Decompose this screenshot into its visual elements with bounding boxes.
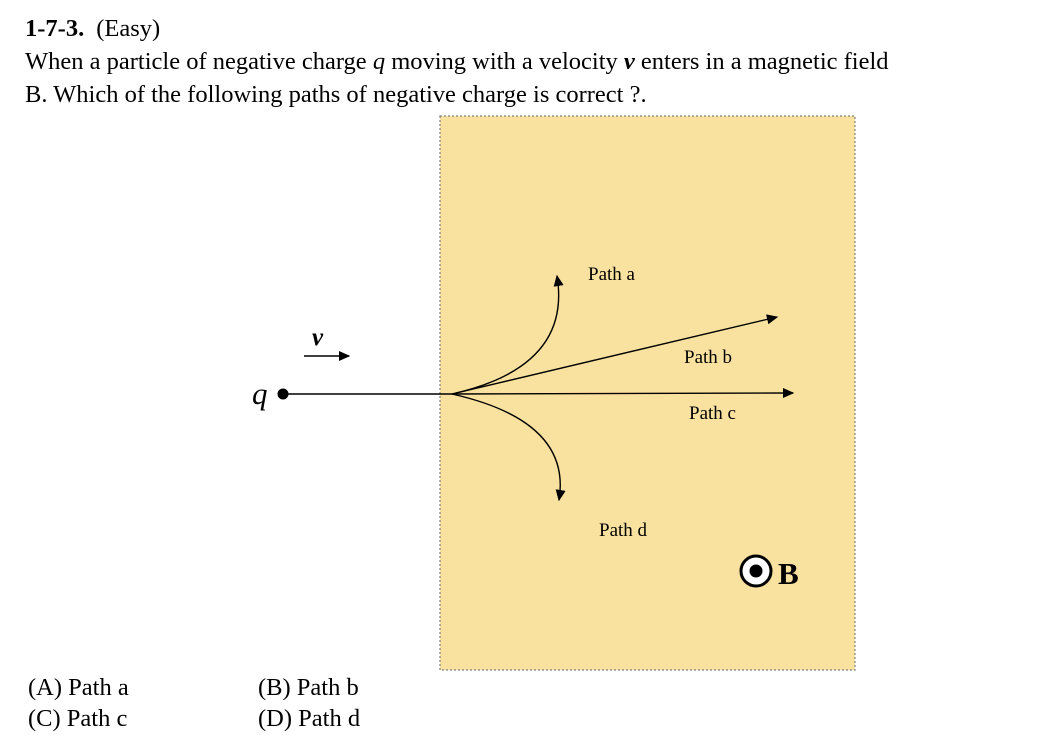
- question-line-1: When a particle of negative charge q mov…: [25, 45, 889, 78]
- velocity-label: v: [312, 324, 324, 351]
- options-row-1: (A) Path a (B) Path b: [28, 672, 488, 703]
- field-direction-dot-icon: [749, 564, 763, 578]
- charge-label: q: [252, 376, 268, 411]
- field-label: B: [778, 556, 799, 591]
- question-line2-text: B. Which of the following paths of negat…: [25, 81, 647, 108]
- question-header: 1-7-3. (Easy): [25, 12, 889, 45]
- path-c-label: Path c: [689, 403, 736, 424]
- charge-particle-dot: [277, 388, 289, 400]
- option-c: (C) Path c: [28, 705, 128, 732]
- path-d-curve: [451, 393, 566, 502]
- options-row-2: (C) Path c (D) Path d: [28, 703, 488, 734]
- path-b-line: [451, 314, 779, 395]
- option-b: (B) Path b: [258, 674, 359, 701]
- question-line-2: B. Which of the following paths of negat…: [25, 78, 889, 111]
- question-text-block: 1-7-3. (Easy) When a particle of negative…: [25, 12, 889, 111]
- question-part3: enters in a magnetic field: [634, 48, 889, 75]
- path-a-label: Path a: [588, 264, 636, 285]
- path-d-label: Path d: [599, 520, 648, 541]
- question-part1: When a particle of negative charge: [25, 48, 373, 75]
- path-a-curve: [451, 274, 564, 395]
- option-d: (D) Path d: [258, 705, 361, 732]
- path-b-label: Path b: [684, 347, 732, 368]
- option-a: (A) Path a: [28, 674, 129, 701]
- difficulty-label: (Easy): [96, 15, 161, 42]
- charge-symbol-inline: q: [372, 48, 386, 75]
- velocity-symbol-inline: v: [623, 48, 635, 75]
- question-number: 1-7-3.: [25, 15, 85, 42]
- path-c-line: [451, 387, 795, 399]
- question-part2: moving with a velocity: [385, 48, 624, 75]
- answer-options: (A) Path a (B) Path b (C) Path c (D) Path …: [28, 672, 488, 734]
